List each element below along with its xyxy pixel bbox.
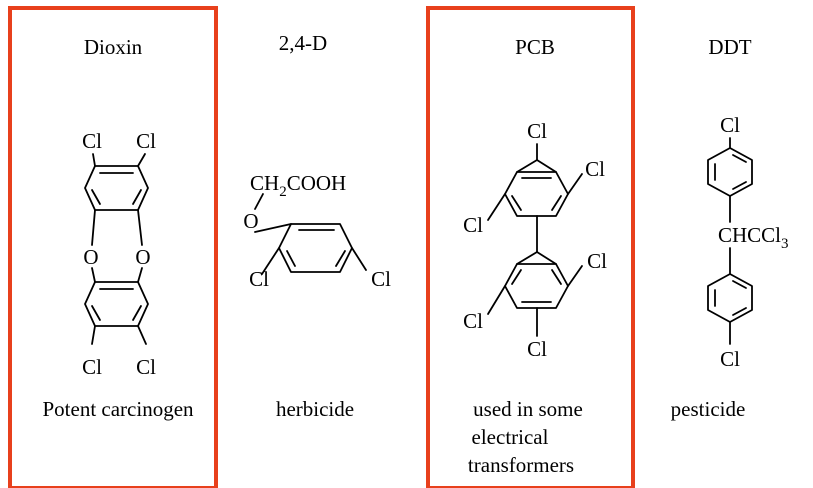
pcb-description-line-1: used in some bbox=[473, 397, 583, 421]
pcb-cl-lower-left: Cl bbox=[463, 309, 483, 333]
2-4-d-chain: CH2COOH bbox=[250, 171, 346, 200]
pcb-panel: PCB Cl Cl Cl Cl Cl bbox=[463, 35, 607, 477]
dioxin-description: Potent carcinogen bbox=[42, 397, 194, 421]
pcb-cl-top: Cl bbox=[527, 119, 547, 143]
ddt-cl-top: Cl bbox=[720, 113, 740, 137]
dioxin-highlight-box bbox=[8, 6, 218, 488]
ddt-panel: DDT Cl CHCCl3 Cl pesticide bbox=[671, 35, 789, 421]
pcb-cl-upper-left: Cl bbox=[463, 213, 483, 237]
ddt-lower-ring bbox=[707, 273, 753, 323]
ddt-chain: CHCCl3 bbox=[718, 223, 789, 252]
dioxin-cl-bottom-right: Cl bbox=[136, 355, 156, 379]
dioxin-top-ring bbox=[84, 153, 149, 211]
ddt-chain-subscript: 3 bbox=[781, 236, 789, 252]
2-4-d-chain-cooh: COOH bbox=[287, 171, 347, 195]
pcb-cl-bottom: Cl bbox=[527, 337, 547, 361]
dioxin-bottom-ring bbox=[84, 281, 149, 345]
pcb-lower-ring bbox=[504, 251, 569, 309]
dioxin-title: Dioxin bbox=[84, 35, 143, 59]
2-4-d-title: 2,4-D bbox=[279, 31, 327, 55]
ddt-upper-ring bbox=[707, 147, 753, 197]
ddt-description: pesticide bbox=[671, 397, 746, 421]
ddt-title: DDT bbox=[708, 35, 751, 59]
2-4-d-cl-para: Cl bbox=[371, 267, 391, 291]
2-4-d-oxygen: O bbox=[243, 209, 258, 233]
2-4-d-panel: 2,4-D CH2COOH O Cl Cl herbicide bbox=[243, 31, 391, 421]
pcb-cl-upper-right: Cl bbox=[585, 157, 605, 181]
pcb-description-line-2: electrical bbox=[472, 425, 549, 449]
ddt-cl-bottom: Cl bbox=[720, 347, 740, 371]
2-4-d-description: herbicide bbox=[276, 397, 354, 421]
pcb-cl-lower-right: Cl bbox=[587, 249, 607, 273]
pcb-description-line-3: transformers bbox=[468, 453, 574, 477]
dioxin-cl-top-left: Cl bbox=[82, 129, 102, 153]
dioxin-oxygen-right: O bbox=[135, 245, 150, 269]
pcb-upper-ring bbox=[504, 159, 569, 217]
dioxin-cl-bottom-left: Cl bbox=[82, 355, 102, 379]
dioxin-oxygen-left: O bbox=[83, 245, 98, 269]
pcb-highlight-box bbox=[426, 6, 635, 488]
2-4-d-chain-subscript: 2 bbox=[279, 184, 287, 200]
dioxin-panel: Dioxin Cl Cl O O Cl Cl Pote bbox=[42, 35, 194, 421]
dioxin-cl-top-right: Cl bbox=[136, 129, 156, 153]
pcb-title: PCB bbox=[515, 35, 555, 59]
2-4-d-ring bbox=[278, 223, 353, 273]
ddt-chain-chccl: CHCCl bbox=[718, 223, 781, 247]
2-4-d-cl-ortho: Cl bbox=[249, 267, 269, 291]
2-4-d-chain-ch: CH bbox=[250, 171, 279, 195]
